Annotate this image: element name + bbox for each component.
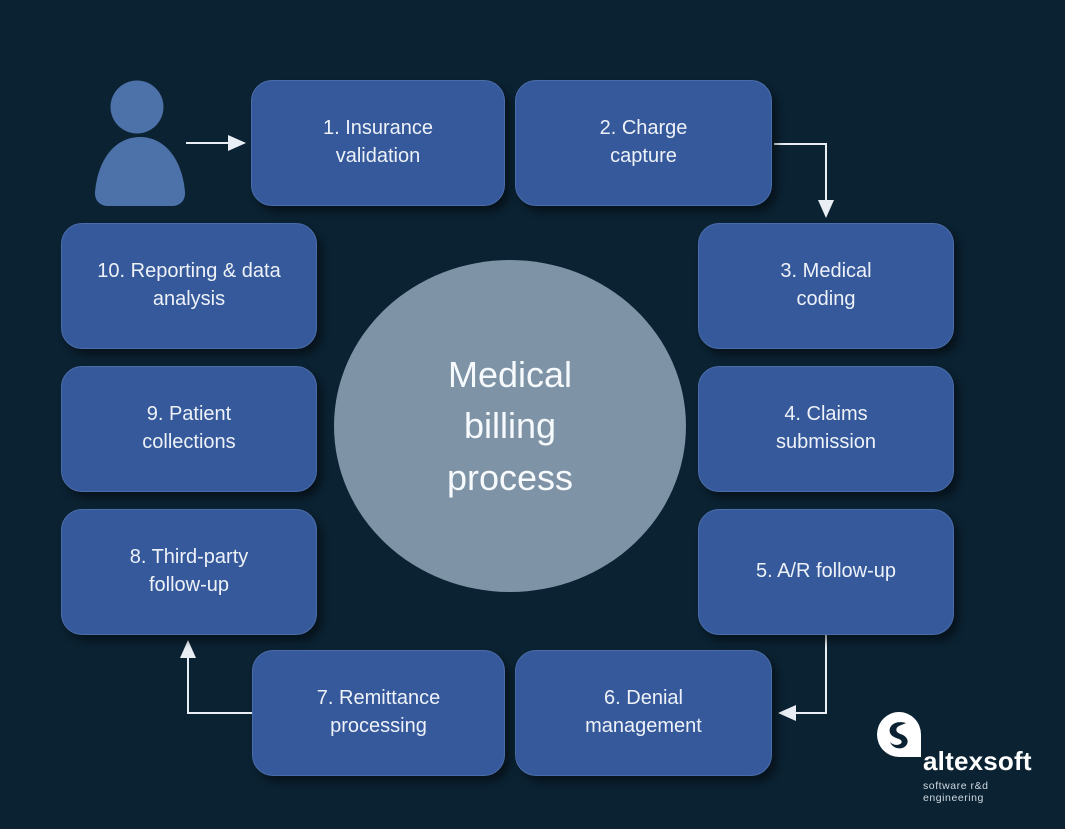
step-box-medical-coding: 3. Medical coding bbox=[698, 223, 954, 349]
arrow-step5-to-step6 bbox=[778, 634, 827, 721]
step-label: 6. Denial management bbox=[585, 687, 702, 737]
step-label: 4. Claims submission bbox=[775, 403, 877, 453]
step-box-remittance-processing: 7. Remittance processing bbox=[252, 650, 505, 776]
altexsoft-logo-icon bbox=[877, 712, 921, 757]
step-label: 10. Reporting & data analysis bbox=[97, 260, 281, 310]
center-circle: Medical billing process bbox=[334, 260, 686, 592]
step-label: 3. Medical coding bbox=[780, 260, 872, 310]
logo-tagline: software r&d engineering bbox=[923, 780, 989, 804]
step-label: 1. Insurance validation bbox=[322, 117, 434, 167]
step-label: 5. A/R follow-up bbox=[755, 560, 897, 583]
step-box-insurance-validation: 1. Insurance validation bbox=[251, 80, 505, 206]
step-label: 8. Third-party follow-up bbox=[129, 546, 249, 596]
arrow-step2-to-step3 bbox=[774, 143, 834, 218]
arrow-step7-to-step8 bbox=[180, 640, 252, 714]
step-box-denial-management: 6. Denial management bbox=[515, 650, 772, 776]
step-label: 7. Remittance processing bbox=[316, 687, 441, 737]
diagram-title: Medical billing process bbox=[446, 354, 574, 498]
logo-wordmark: altexsoft bbox=[923, 746, 1032, 776]
step-box-claims-submission: 4. Claims submission bbox=[698, 366, 954, 492]
step-label: 2. Charge capture bbox=[599, 117, 688, 167]
step-box-charge-capture: 2. Charge capture bbox=[515, 80, 772, 206]
step-box-third-party-follow-up: 8. Third-party follow-up bbox=[61, 509, 317, 635]
step-label: 9. Patient collections bbox=[142, 403, 236, 453]
person-icon bbox=[88, 80, 192, 207]
step-box-patient-collections: 9. Patient collections bbox=[61, 366, 317, 492]
step-box-reporting-data-analysis: 10. Reporting & data analysis bbox=[61, 223, 317, 349]
altexsoft-logo: altexsoft software r&d engineering bbox=[877, 710, 1052, 804]
step-box-ar-follow-up: 5. A/R follow-up bbox=[698, 509, 954, 635]
